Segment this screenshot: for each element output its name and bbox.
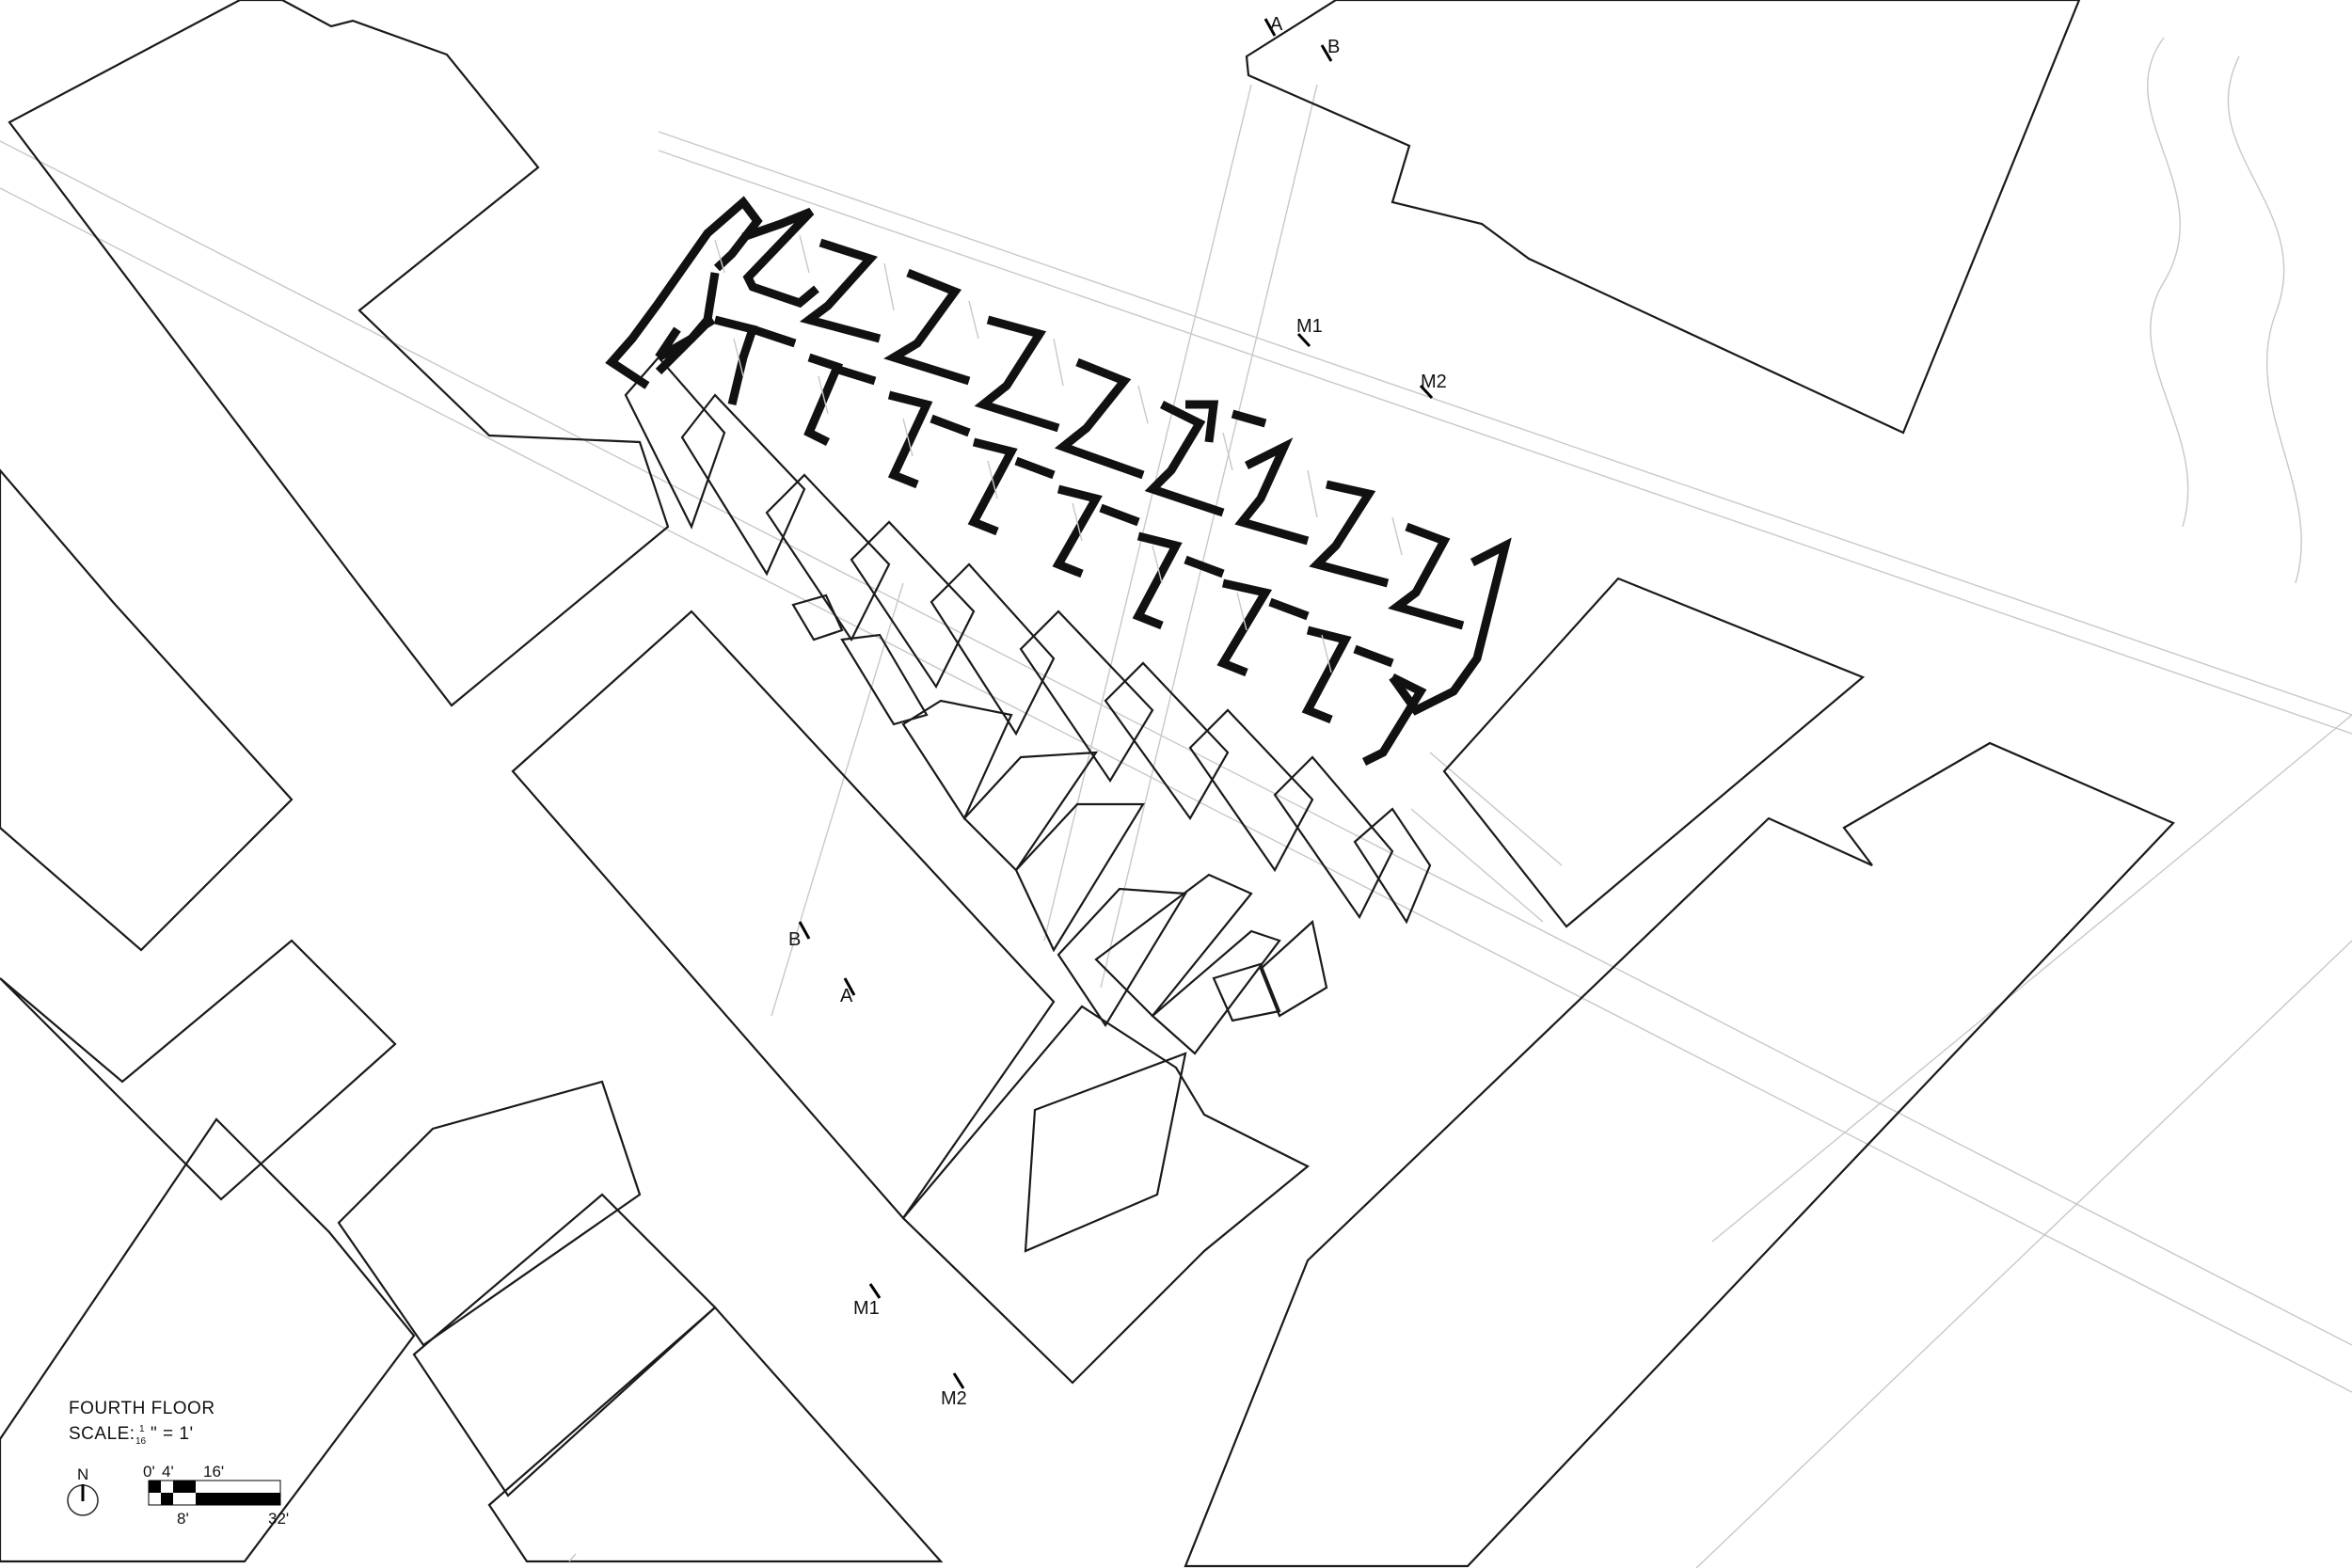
building-right-large [1184,741,2175,1568]
section-mark-mid-b [798,921,811,940]
section-label-m1-bottom: M1 [853,1298,880,1319]
title-block: FOURTH FLOOR SCALE: 1 16 " = 1' N 0' 4' … [67,1399,289,1528]
drawing-title: FOURTH FLOOR [69,1399,215,1418]
context-buildings [0,0,2175,1568]
section-label-top-b: B [1327,37,1340,57]
building-lower-left-2 [0,1117,416,1563]
faint-context-lines [0,37,2352,1568]
building-bottom-center [1024,1052,1187,1253]
scale-note: SCALE: [69,1424,135,1444]
section-label-m2-top: M2 [1421,372,1447,392]
roof-shards [624,356,1432,1055]
building-lower-mid [337,1080,642,1347]
stair-hatches [714,234,1403,673]
scale-label-4: 4' [162,1463,174,1481]
scale-suffix: " = 1' [151,1424,194,1444]
building-left-strip [0,468,294,952]
building-upper-left [8,0,670,707]
building-lower-bottom [487,1306,944,1563]
scale-label-16: 16' [203,1463,224,1481]
building-bottom-stairs [901,1005,1311,1385]
section-mark-m1-top [1296,332,1311,348]
building-lower-block [412,1193,717,1497]
section-label-m2-bottom: M2 [941,1388,967,1409]
section-mark-mid-a [843,977,856,996]
building-top-right [1245,0,2081,435]
section-label-m1-top: M1 [1296,316,1323,337]
scale-bar: 0' 4' 16' 8' 32' [143,1463,289,1528]
building-lower-left-1 [0,939,397,1201]
corner-fragment [568,1553,577,1562]
scale-label-32: 32' [268,1510,289,1528]
section-mark-m2-top [1419,384,1434,400]
section-mark-m2-bottom [952,1372,965,1389]
scale-label-0: 0' [143,1463,155,1481]
section-marks: A B B A M1 M2 M1 M2 [788,14,1447,1409]
section-label-mid-a: A [840,986,853,1006]
section-label-mid-b: B [788,929,801,950]
scale-numerator: 1 [139,1424,145,1434]
section-mark-top-a [1263,18,1277,37]
section-label-top-a: A [1270,14,1283,35]
north-label: N [77,1465,88,1483]
scale-prefix: SCALE: [69,1424,135,1444]
building-right-square [1442,577,1866,928]
floor-walls [605,196,1512,767]
scale-label-8: 8' [177,1510,189,1528]
section-mark-m1-bottom [868,1283,882,1299]
building-mid-block [511,610,1056,1220]
section-mark-top-b [1320,44,1333,62]
scale-denominator: 16 [135,1436,147,1447]
